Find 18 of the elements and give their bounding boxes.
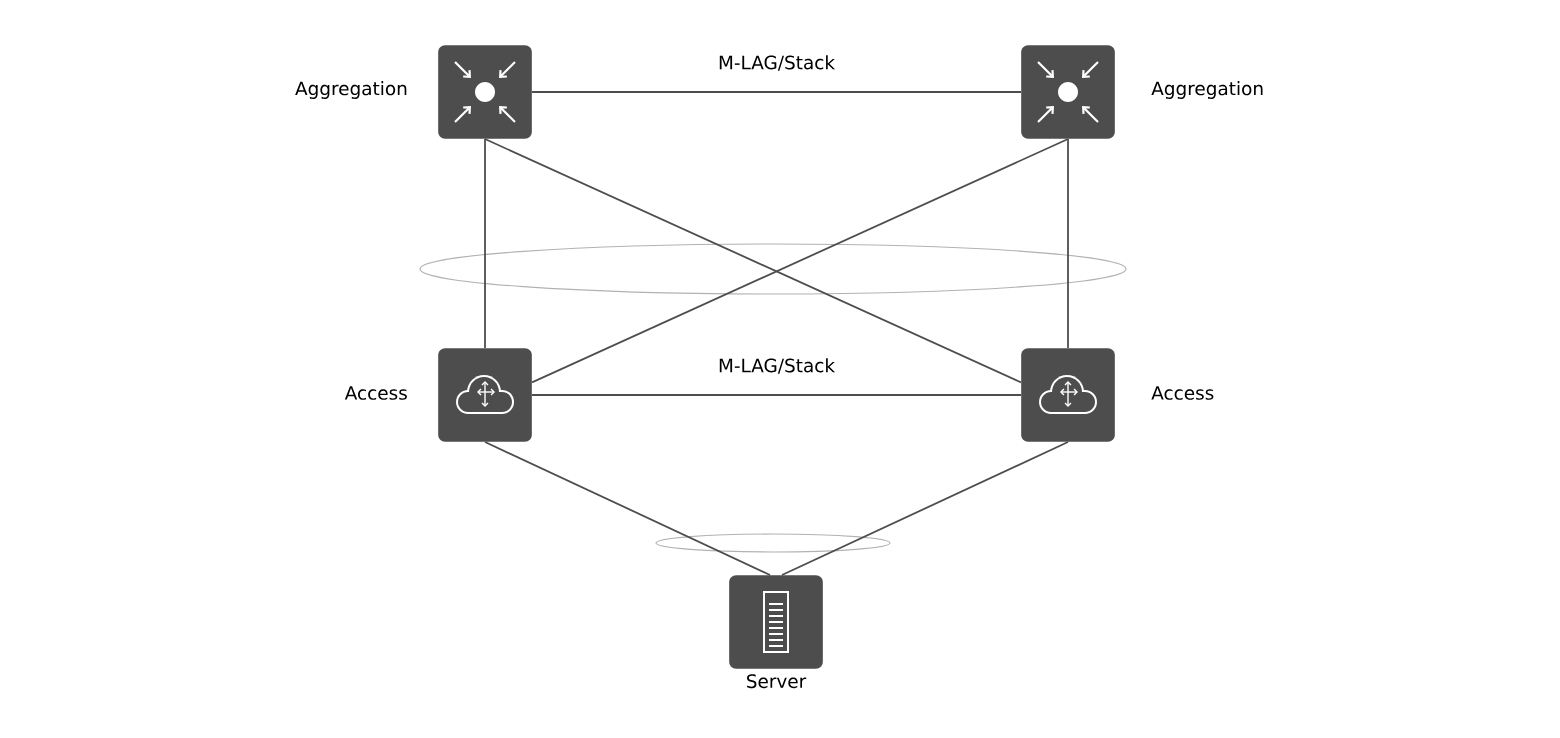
link-line bbox=[531, 138, 1069, 384]
device-box bbox=[1021, 45, 1115, 139]
link-line bbox=[781, 441, 1069, 576]
device-label: Server bbox=[747, 674, 807, 689]
link-line bbox=[484, 441, 771, 576]
edge-label: M-LAG/Stack bbox=[719, 358, 835, 374]
link-line bbox=[531, 91, 1022, 93]
edge-label: M-LAG/Stack bbox=[719, 55, 835, 71]
device-box bbox=[438, 45, 532, 139]
link-line bbox=[484, 138, 486, 349]
link-line bbox=[484, 138, 1022, 384]
link-line bbox=[1067, 138, 1069, 349]
device-label: Access bbox=[1151, 386, 1214, 400]
link-line bbox=[531, 394, 1022, 396]
device-label: Access bbox=[344, 386, 407, 400]
device-label: Aggregation bbox=[295, 81, 407, 99]
device-box bbox=[729, 575, 823, 669]
device-label: Aggregation bbox=[1151, 81, 1263, 99]
